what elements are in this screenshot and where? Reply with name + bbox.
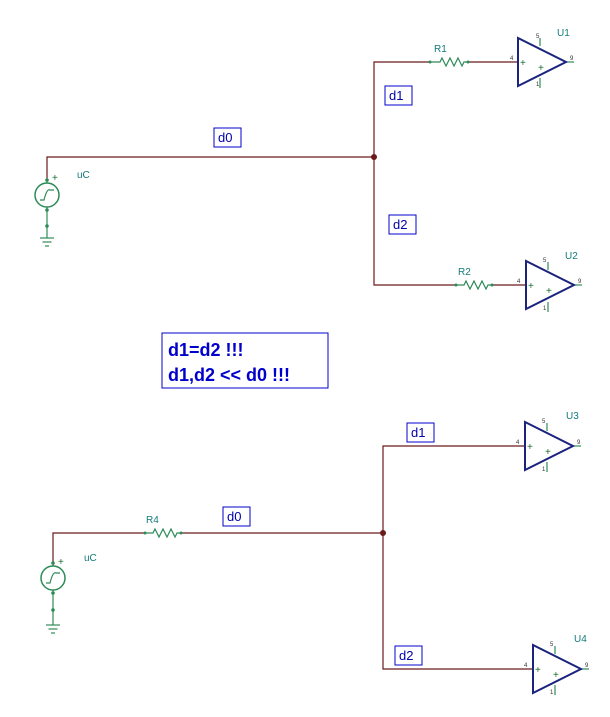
amplifier-u1[interactable]: + + 4 5 9 1 [510, 34, 574, 88]
amplifier-u3[interactable]: + + 4 5 9 1 [516, 419, 581, 473]
top-circuit: + uC R1 R2 + + 4 [34, 28, 582, 312]
net-label-bottom-d2: d2 [394, 645, 423, 666]
svg-text:d2: d2 [399, 648, 413, 663]
wire-bottom-branch-upper [382, 445, 525, 533]
resistor-r1[interactable] [428, 56, 470, 68]
svg-text:d2: d2 [393, 217, 407, 232]
svg-text:+: + [520, 58, 526, 69]
label-r4: R4 [146, 515, 159, 526]
ground-bottom [46, 624, 60, 634]
svg-text:9: 9 [577, 440, 581, 446]
net-label-bottom-d1: d1 [406, 422, 435, 443]
label-u3: U3 [566, 411, 579, 422]
amplifier-u4[interactable]: + + 4 5 9 1 [524, 642, 589, 696]
wire-top-branch-lower [373, 157, 456, 286]
svg-text:9: 9 [585, 663, 589, 669]
svg-text:d1: d1 [411, 425, 425, 440]
svg-text:5: 5 [542, 419, 546, 425]
ground-top [40, 237, 54, 247]
svg-text:4: 4 [517, 279, 521, 285]
net-label-top-d0: d0 [213, 127, 242, 148]
note-box: d1=d2 !!! d1,d2 << d0 !!! [161, 332, 329, 389]
label-u4: U4 [574, 634, 587, 645]
svg-text:9: 9 [570, 56, 574, 62]
net-label-top-d2: d2 [388, 214, 417, 235]
note-line-1: d1=d2 !!! [168, 340, 244, 360]
svg-text:+: + [545, 447, 551, 458]
svg-text:d0: d0 [227, 509, 241, 524]
svg-text:4: 4 [510, 56, 514, 62]
junction-bottom [380, 530, 386, 536]
amplifier-u2[interactable]: + + 4 5 9 1 [517, 258, 582, 312]
svg-text:5: 5 [550, 642, 554, 648]
svg-text:1: 1 [542, 467, 546, 473]
wire-bottom-source [52, 532, 145, 565]
svg-text:5: 5 [543, 258, 547, 264]
svg-text:1: 1 [543, 306, 547, 312]
svg-text:4: 4 [516, 440, 520, 446]
voltage-source-top[interactable]: + [34, 173, 60, 238]
resistor-r2[interactable] [454, 279, 494, 291]
label-source-top: uC [77, 170, 90, 181]
source-plus-sign: + [52, 173, 58, 184]
svg-text:4: 4 [524, 663, 528, 669]
junction-top [371, 154, 377, 160]
net-label-top-d1: d1 [384, 85, 413, 106]
svg-text:+: + [546, 286, 552, 297]
wire-top-branch [373, 61, 430, 157]
label-u2: U2 [565, 251, 578, 262]
label-source-bottom: uC [84, 553, 97, 564]
svg-text:d0: d0 [218, 130, 232, 145]
svg-text:+: + [553, 670, 559, 681]
resistor-r4[interactable] [143, 527, 183, 539]
svg-text:1: 1 [550, 690, 554, 696]
svg-text:+: + [528, 281, 534, 292]
svg-text:9: 9 [578, 279, 582, 285]
label-r1: R1 [434, 44, 447, 55]
svg-text:d1: d1 [389, 88, 403, 103]
svg-text:5: 5 [536, 34, 540, 40]
net-label-bottom-d0: d0 [222, 506, 251, 527]
svg-text:+: + [535, 665, 541, 676]
svg-text:+: + [538, 63, 544, 74]
label-u1: U1 [557, 28, 570, 39]
note-line-2: d1,d2 << d0 !!! [168, 365, 290, 385]
label-r2: R2 [458, 267, 471, 278]
wire-top-source [46, 156, 374, 178]
source-plus-sign-bottom: + [58, 557, 64, 568]
svg-text:1: 1 [536, 82, 540, 88]
voltage-source-bottom[interactable]: + [40, 557, 66, 625]
wire-bottom-branch-lower [382, 533, 533, 670]
svg-text:+: + [527, 442, 533, 453]
bottom-circuit: + uC R4 + + 4 5 9 1 U3 [40, 411, 589, 696]
